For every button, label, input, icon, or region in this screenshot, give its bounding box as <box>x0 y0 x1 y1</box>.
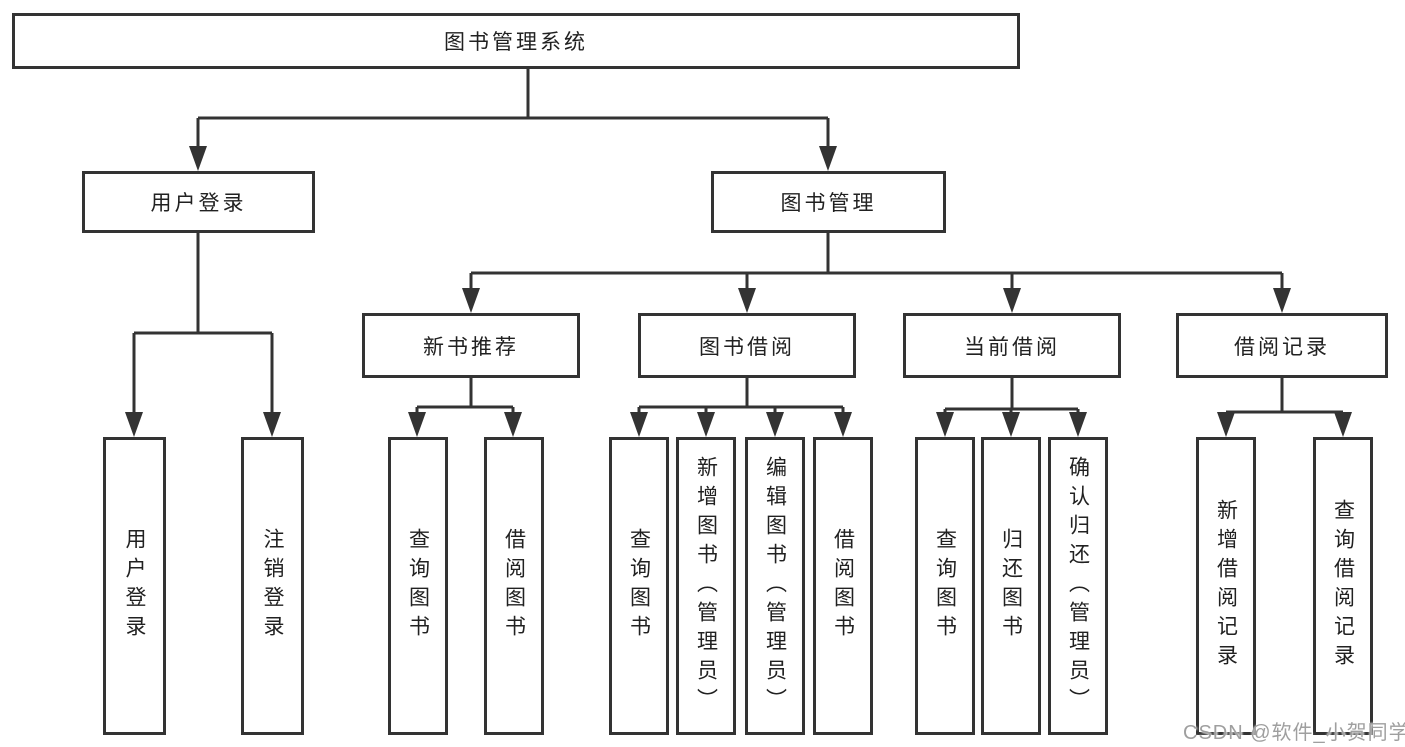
node-user-login-label: 用户登录 <box>150 192 247 215</box>
edge-userlogin-to-leaves <box>132 233 274 416</box>
arrowhead <box>408 412 426 437</box>
edge-borrowrecord-to-leaves <box>1224 378 1345 416</box>
arrowhead <box>462 288 480 313</box>
leaf-return-books: 归还图书 <box>981 437 1041 735</box>
node-new-book-recommend: 新书推荐 <box>362 313 580 378</box>
leaf-user-login: 用户登录 <box>103 437 166 735</box>
node-book-management: 图书管理 <box>711 171 946 233</box>
arrowhead <box>697 412 715 437</box>
edge-newbook-to-leaves <box>415 378 515 416</box>
node-user-login: 用户登录 <box>82 171 315 233</box>
arrowhead <box>263 412 281 437</box>
leaf-add-books-admin: 新增图书（管理员） <box>676 437 736 735</box>
leaf-edit-books-admin: 编辑图书（管理员） <box>745 437 805 735</box>
leaf-confirm-return-admin-label: 确认归还（管理员） <box>1066 455 1090 717</box>
leaf-borrow-books-borrowing: 借阅图书 <box>813 437 873 735</box>
arrowhead <box>1217 412 1235 437</box>
leaf-borrow-books-newbook-label: 借阅图书 <box>502 528 526 644</box>
arrowhead <box>189 146 207 171</box>
leaf-add-borrow-record-label: 新增借阅记录 <box>1214 499 1238 673</box>
leaf-logout: 注销登录 <box>241 437 304 735</box>
arrowhead <box>1069 412 1087 437</box>
arrowhead <box>125 412 143 437</box>
leaf-query-borrow-record: 查询借阅记录 <box>1313 437 1373 735</box>
leaf-confirm-return-admin: 确认归还（管理员） <box>1048 437 1108 735</box>
node-current-borrowing-label: 当前借阅 <box>964 335 1060 359</box>
arrowhead <box>766 412 784 437</box>
node-borrowing-records-label: 借阅记录 <box>1234 335 1330 359</box>
arrowhead <box>819 146 837 171</box>
leaf-query-books-newbook-label: 查询图书 <box>406 528 430 644</box>
leaf-logout-label: 注销登录 <box>261 528 285 644</box>
leaf-user-login-label: 用户登录 <box>123 528 147 644</box>
leaf-add-books-admin-label: 新增图书（管理员） <box>694 455 718 717</box>
leaf-borrow-books-newbook: 借阅图书 <box>484 437 544 735</box>
leaf-add-borrow-record: 新增借阅记录 <box>1196 437 1256 735</box>
arrowhead <box>1334 412 1352 437</box>
leaf-query-books-borrowing: 查询图书 <box>609 437 669 735</box>
leaf-query-books-current-label: 查询图书 <box>933 528 957 644</box>
arrowhead <box>1273 288 1291 313</box>
leaf-query-books-newbook: 查询图书 <box>388 437 448 735</box>
arrowhead <box>1002 412 1020 437</box>
node-book-borrowing-label: 图书借阅 <box>699 335 795 359</box>
leaf-edit-books-admin-label: 编辑图书（管理员） <box>763 455 787 717</box>
arrowhead <box>1003 288 1021 313</box>
arrowhead <box>936 412 954 437</box>
leaf-query-books-borrowing-label: 查询图书 <box>627 528 651 644</box>
edge-root-to-level2 <box>196 69 830 149</box>
arrowhead <box>630 412 648 437</box>
leaf-query-borrow-record-label: 查询借阅记录 <box>1331 499 1355 673</box>
leaf-borrow-books-borrowing-label: 借阅图书 <box>831 528 855 644</box>
arrowhead <box>738 288 756 313</box>
leaf-return-books-label: 归还图书 <box>999 528 1023 644</box>
node-root: 图书管理系统 <box>12 13 1020 69</box>
edge-bookmgmt-to-level3 <box>469 233 1284 292</box>
node-book-management-label: 图书管理 <box>780 192 877 215</box>
arrowhead <box>834 412 852 437</box>
edge-bookborrow-to-leaves <box>637 378 845 416</box>
node-new-book-recommend-label: 新书推荐 <box>423 335 519 359</box>
edge-currentborrow-to-leaves <box>943 378 1080 416</box>
node-current-borrowing: 当前借阅 <box>903 313 1121 378</box>
node-book-borrowing: 图书借阅 <box>638 313 856 378</box>
node-root-label: 图书管理系统 <box>444 31 588 54</box>
arrowhead <box>504 412 522 437</box>
node-borrowing-records: 借阅记录 <box>1176 313 1388 378</box>
leaf-query-books-current: 查询图书 <box>915 437 975 735</box>
csdn-watermark: CSDN @软件_小贺同学 <box>1183 722 1405 744</box>
